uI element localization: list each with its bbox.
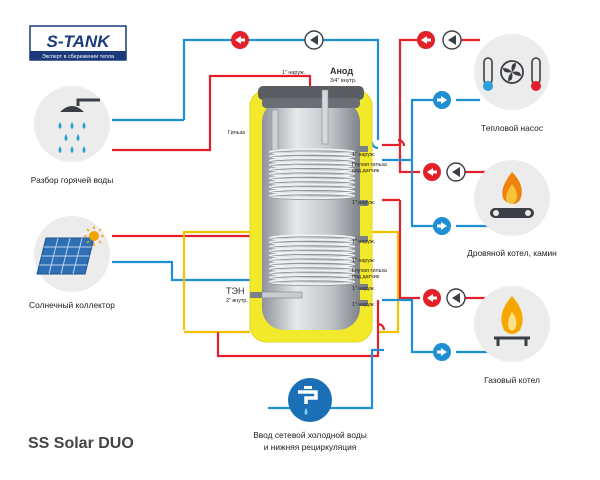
logo-tagline-bar — [30, 51, 126, 60]
right-blue-riser — [382, 98, 440, 354]
pump-arrow-glyph — [452, 167, 460, 177]
hot-water-label: Разбор горячей воды — [31, 175, 113, 185]
sleeve-label: Гильза — [228, 130, 245, 136]
coil-turn-shadow — [269, 159, 355, 165]
tank-labels: Анод 3/4" внутр. 1" наруж. Гильза 1" нар… — [226, 66, 387, 308]
coil1-bottom2-label: 1" наруж. — [352, 239, 375, 245]
wood-label: Дровяной котел, камин — [467, 248, 557, 258]
coil1-bottom-label: 1" наруж. — [352, 200, 375, 206]
gas-flame-icon — [474, 286, 550, 362]
tank-top-cap — [258, 86, 364, 100]
red-arrow-icon-glyph — [427, 294, 437, 302]
lower-coil — [268, 234, 356, 287]
flow-markers — [231, 30, 466, 361]
inlet-label-line1: Ввод сетевой холодной воды — [253, 430, 367, 440]
inlet-label-line2: и нижняя рециркуляция — [264, 442, 357, 452]
heater-thread-label: 2" внутр. — [226, 298, 248, 304]
coil-turn-shadow — [269, 176, 355, 183]
coil-turn — [268, 278, 356, 286]
blind-sleeve1-line2: под датчик — [352, 168, 380, 174]
anode-label: Анод — [330, 66, 353, 76]
coil-turn-shadow — [269, 154, 355, 161]
gas-label: Газовый котел — [484, 375, 540, 385]
blind-sleeve2-line1: Глухая гильза — [352, 268, 387, 274]
red-arrow-icon-glyph — [427, 168, 437, 176]
heater-label: ТЭН — [226, 286, 244, 296]
bottom-outer-label: 1" наруж. — [352, 302, 375, 308]
heat-pump-label: Тепловой насос — [481, 123, 543, 133]
blind-sleeve1-line1: Глухая гильза — [352, 162, 387, 168]
upper-coil — [268, 148, 356, 201]
brand-logo: S-TANK Эксперт в сбережении тепла — [29, 25, 127, 61]
water-tap-icon — [288, 378, 332, 422]
coil-turn-shadow — [269, 280, 355, 287]
firewood-icon — [474, 160, 550, 236]
tank-top-rim — [262, 98, 360, 108]
coil1-top-label: 1" наруж. — [352, 152, 375, 158]
pump-arrow-glyph — [452, 293, 460, 303]
logo-tagline: Эксперт в сбережении тепла — [42, 54, 114, 60]
coil-turn-shadow — [269, 240, 355, 247]
hot-water-supply-pipe — [182, 38, 380, 140]
anode-rod — [321, 89, 329, 145]
shower-red-pipe — [112, 74, 312, 152]
shower-icon — [34, 86, 110, 162]
pump-arrow-glyph — [310, 35, 318, 45]
heat-pump-icon — [474, 34, 550, 110]
product-title: SS Solar DUO — [28, 435, 134, 452]
solar-label: Солнечный коллектор — [29, 300, 115, 310]
coil-turn-shadow — [269, 194, 355, 201]
bottom-red-pipe — [216, 300, 380, 358]
blue-arrow-icon-glyph — [437, 96, 447, 104]
pump-arrow-glyph — [448, 35, 456, 45]
coil-turn-shadow — [269, 168, 355, 174]
tank-ports — [250, 146, 368, 306]
logo-text: S-TANK — [47, 32, 112, 51]
top-outer-label: 1" наруж. — [282, 70, 305, 76]
coil2-bottom-label: 1" наруж. — [352, 286, 375, 292]
heater-element — [261, 291, 303, 299]
coil2-top-label: 1" наруж. — [352, 258, 375, 264]
anode-thread-label: 3/4" внутр. — [330, 78, 356, 84]
coil-turn-shadow — [269, 181, 355, 187]
coil-turn — [268, 192, 356, 200]
blind-sleeve2-line2: под датчик — [352, 274, 380, 280]
sleeve-tube — [271, 109, 279, 151]
storage-tank — [249, 86, 373, 343]
cold-inlet-pipe — [268, 348, 384, 410]
coil-turn-shadow — [269, 249, 355, 256]
solar-panel-icon — [34, 216, 110, 292]
blue-arrow-icon-glyph — [437, 348, 447, 356]
solar-cold-pipe — [112, 260, 252, 282]
blue-arrow-icon-glyph — [437, 222, 447, 230]
coil-turn-shadow — [269, 245, 355, 251]
pipes — [112, 38, 488, 410]
red-arrow-icon-glyph — [235, 36, 245, 44]
right-red-riser — [382, 38, 420, 300]
red-arrow-icon-glyph — [421, 36, 431, 44]
coil-turn-shadow — [269, 190, 355, 196]
